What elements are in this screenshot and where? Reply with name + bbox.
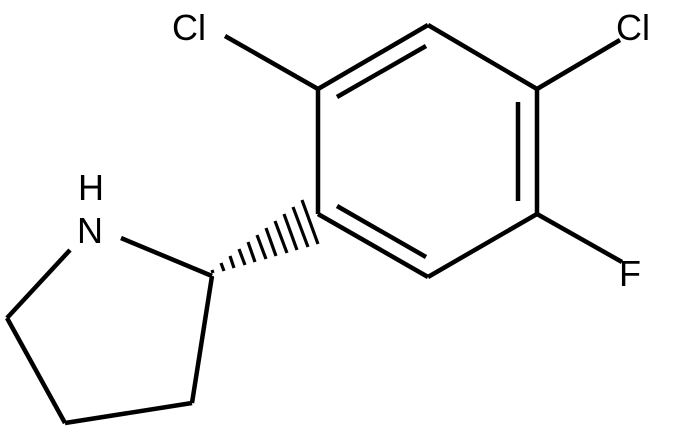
atom-label-fluorine: F [619,253,641,294]
bond-cl-right [535,38,622,91]
ring-bond-c4-c5 [426,212,539,279]
ring-bond-c3-c4 [64,400,193,426]
ring-double-bond-inner-1 [335,44,428,99]
ring-bond-n-c2 [120,235,213,279]
ring-bond-c2-c3 [426,23,539,91]
ring-double-bond-inner-3 [335,204,428,259]
ring-bond-c4-c5 [5,316,67,425]
ring-bond-c5-c6 [316,212,430,279]
ring-bond-c2-c3 [189,275,215,404]
atom-label-nitrogen: N [77,210,103,251]
atom-label-cl-left: Cl [172,7,206,48]
atom-label-cl-right: Cl [616,7,650,48]
ring-bond-c5-n [5,248,72,320]
atom-label-nitrogen-h: H [78,167,104,208]
hashed-wedge-bond [210,199,320,274]
pyrrolidine-ring [5,235,215,426]
benzene-ring [315,23,540,279]
bond-cl-left [223,34,320,91]
bond-fluorine [535,212,624,264]
ring-bond-c1-c2 [316,23,430,91]
